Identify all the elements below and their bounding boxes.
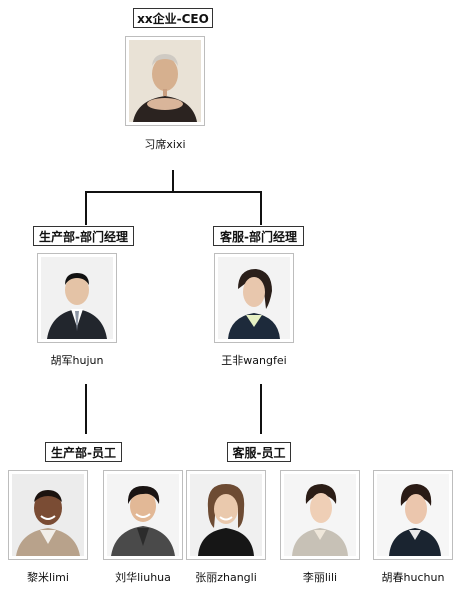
staff-lili-photo	[280, 470, 360, 560]
manager-hujun-photo	[37, 253, 117, 343]
dept-service-title: 客服-部门经理	[213, 226, 304, 246]
manager-wangfei-name: 王非wangfei	[221, 354, 287, 367]
staff-zhangli-photo	[186, 470, 266, 560]
staff-lili-name: 李丽lili	[302, 571, 338, 584]
connector-right-down	[260, 191, 262, 225]
ceo-title: xx企业-CEO	[133, 8, 213, 28]
connector-right-staff	[260, 384, 262, 434]
staff-limi-photo	[8, 470, 88, 560]
manager-wangfei-photo	[214, 253, 294, 343]
staff-production-title: 生产部-员工	[45, 442, 122, 462]
staff-zhangli-name: 张丽zhangli	[195, 571, 257, 584]
staff-limi-name: 黎米limi	[27, 571, 69, 584]
manager-hujun-name: 胡军hujun	[50, 354, 104, 367]
dept-production-title: 生产部-部门经理	[33, 226, 134, 246]
ceo-name: 习席xixi	[144, 138, 186, 151]
staff-liuhua-photo	[103, 470, 183, 560]
ceo-photo	[125, 36, 205, 126]
staff-liuhua-name: 刘华liuhua	[115, 571, 171, 584]
staff-huchun-photo	[373, 470, 453, 560]
connector-ceo-down	[172, 170, 174, 192]
connector-left-staff	[85, 384, 87, 434]
staff-huchun-name: 胡春huchun	[381, 571, 445, 584]
connector-horizontal	[85, 191, 262, 193]
connector-left-down	[85, 191, 87, 225]
staff-service-title: 客服-员工	[227, 442, 291, 462]
